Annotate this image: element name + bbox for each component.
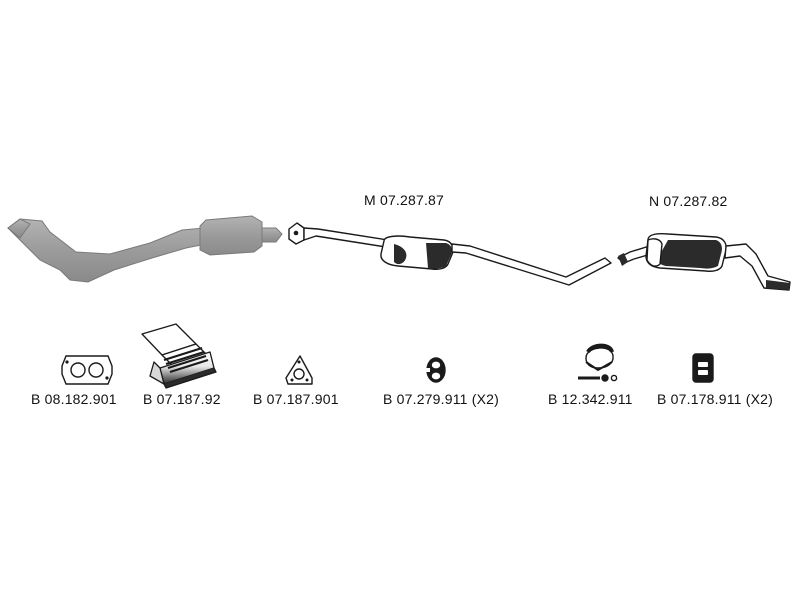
catalytic-converter-outlet	[261, 227, 283, 243]
accessory-label-triangular-gasket: B 07.187.901	[253, 391, 339, 407]
mounting-kit-box-icon	[141, 323, 217, 389]
front-downpipe	[7, 218, 207, 283]
middle-rear-pipe	[451, 243, 612, 286]
rear-silencer-tailpipe	[617, 232, 791, 291]
tailpipe-tip-shadow	[766, 280, 790, 290]
rubber-hanger-ring-icon	[425, 357, 446, 383]
middle-front-pipe	[303, 227, 389, 248]
rear-silencer-label: N 07.287.82	[649, 193, 728, 209]
front-downpipe-flange	[7, 218, 31, 239]
rear-silencer-front-cap	[646, 238, 663, 267]
accessory-label-pipe-clamp: B 12.342.911	[548, 391, 633, 407]
accessory-label-hanger-ring: B 07.279.911 (X2)	[383, 391, 499, 407]
pipe-clamp-icon	[578, 343, 618, 382]
middle-silencer-inlet-shadow	[394, 244, 407, 265]
rear-silencer-shadow	[658, 240, 722, 269]
accessory-label-mounting-kit: B 07.187.92	[143, 391, 221, 407]
rear-inlet-clip	[618, 253, 628, 266]
middle-inlet-flange-hole	[293, 230, 299, 236]
accessory-label-mount-block: B 07.178.911 (X2)	[657, 391, 773, 407]
front-pipe-catalytic-converter	[7, 215, 283, 283]
flange-gasket-icon	[61, 355, 113, 385]
middle-silencer-shadow	[426, 243, 452, 269]
middle-pipe-silencer	[288, 222, 612, 286]
catalytic-converter-body	[199, 215, 263, 256]
middle-silencer-label: M 07.287.87	[364, 192, 445, 208]
accessory-label-flange-gasket: B 08.182.901	[31, 391, 117, 407]
rubber-mount-block-icon	[692, 353, 714, 383]
triangular-gasket-icon	[285, 355, 313, 385]
